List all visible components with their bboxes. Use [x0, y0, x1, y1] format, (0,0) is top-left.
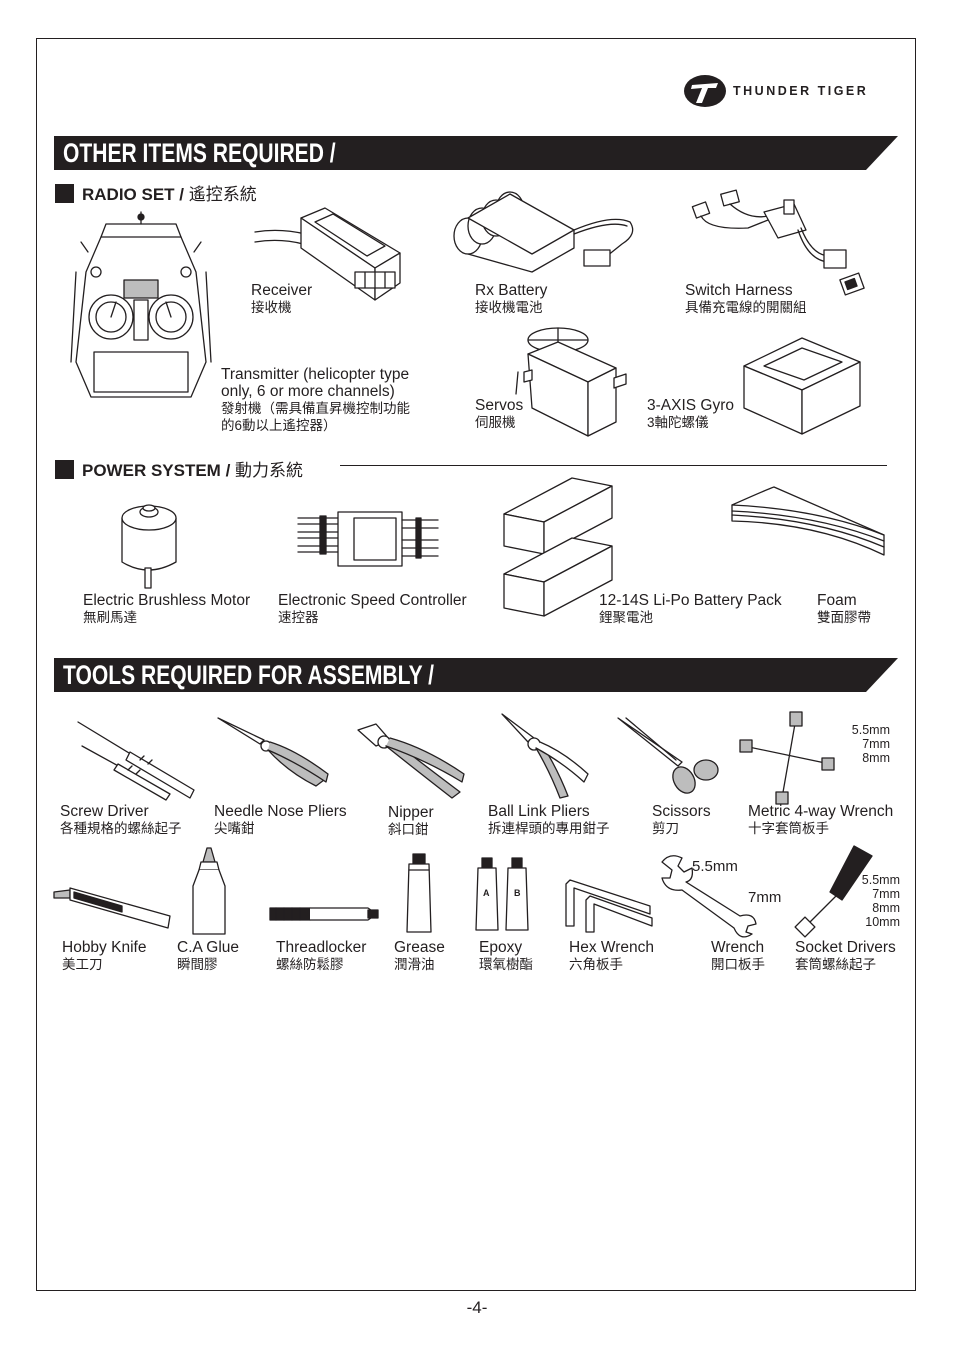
ca-glue-illustration — [192, 847, 226, 935]
open-wrench-size-large: 7mm — [748, 889, 782, 906]
foam-illustration — [731, 486, 885, 556]
radio-set-heading: RADIO SET / 遙控系統 — [55, 180, 257, 205]
epoxy-illustration — [475, 857, 529, 931]
heading-square-icon — [55, 460, 74, 479]
grease-illustration — [406, 853, 432, 933]
section-banner-other-items: OTHER ITEMS REQUIRED / — [54, 136, 898, 170]
switch-harness-illustration — [691, 189, 865, 296]
socket-driver-illustration — [794, 845, 873, 938]
section-banner-tools: TOOLS REQUIRED FOR ASSEMBLY / — [54, 658, 898, 692]
screw-driver-illustration — [77, 721, 195, 801]
power-divider-line — [340, 465, 887, 466]
page-number: -4- — [466, 1298, 488, 1317]
scissors-illustration — [617, 717, 719, 794]
motor-illustration — [121, 504, 177, 589]
servo-illustration — [515, 327, 627, 437]
section-title: TOOLS REQUIRED FOR ASSEMBLY / — [63, 660, 434, 690]
threadlocker-illustration — [269, 907, 379, 921]
open-wrench-size-small: 5.5mm — [692, 858, 738, 875]
power-system-heading: POWER SYSTEM / 動力系統 — [55, 456, 303, 481]
rx-battery-illustration — [453, 191, 634, 273]
hobby-knife-illustration — [53, 887, 171, 929]
thunder-tiger-logo-icon — [684, 75, 726, 107]
transmitter-illustration — [70, 211, 212, 398]
gyro-illustration — [743, 337, 861, 435]
heading-square-icon — [55, 184, 74, 203]
ball-link-pliers-illustration — [501, 713, 589, 799]
nipper-illustration — [357, 723, 465, 799]
needle-nose-pliers-illustration — [217, 717, 329, 787]
four-way-wrench-illustration — [739, 711, 835, 805]
epoxy-label-b: B — [514, 888, 521, 898]
lipo-battery-illustration — [503, 477, 613, 617]
receiver-illustration — [254, 207, 401, 301]
page-border — [36, 38, 916, 1291]
section-title: OTHER ITEMS REQUIRED / — [63, 138, 336, 168]
epoxy-label-a: A — [483, 888, 490, 898]
open-wrench-illustration — [661, 855, 757, 938]
hex-wrench-illustration — [565, 879, 653, 933]
brand-name: THUNDER TIGER — [733, 84, 869, 98]
esc-illustration — [297, 511, 439, 567]
